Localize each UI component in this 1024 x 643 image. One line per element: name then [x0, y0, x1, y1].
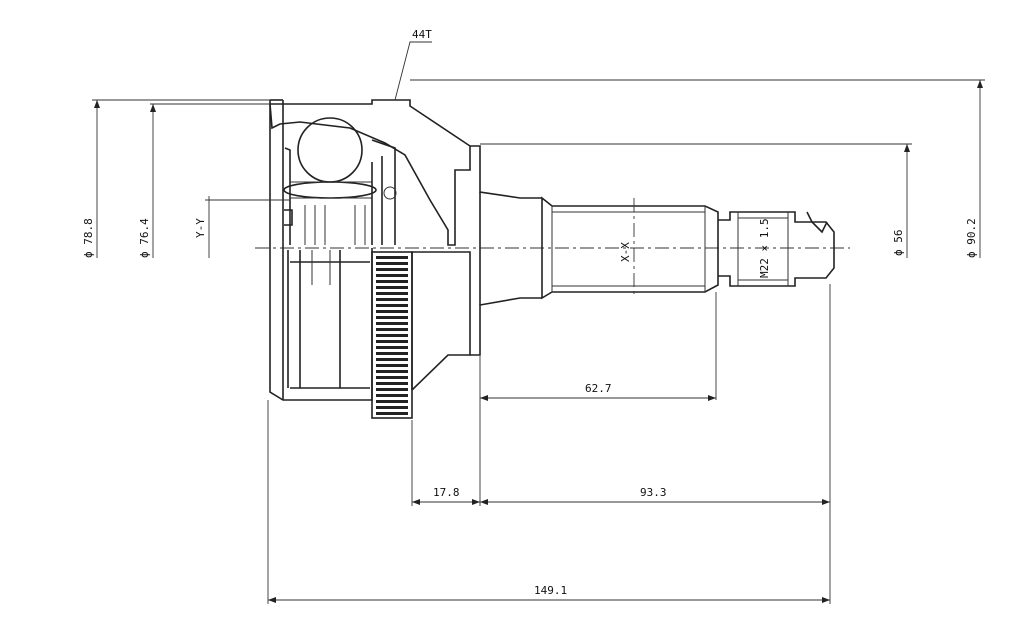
abs-tooth: [376, 310, 408, 313]
abs-tooth: [376, 400, 408, 403]
ball: [297, 117, 363, 183]
abs-tooth: [376, 358, 408, 361]
housing-section-hatch: [269, 99, 471, 246]
abs-tooth: [376, 274, 408, 277]
abs-tooth: [376, 388, 408, 391]
abs-tooth: [376, 370, 408, 373]
label-section-yy: Y-Y: [194, 218, 207, 238]
abs-tooth: [376, 352, 408, 355]
abs-tooth: [376, 334, 408, 337]
stem: [411, 145, 835, 391]
label-dia-abs: ϕ 90.2: [965, 218, 978, 258]
label-teeth: 44T: [412, 28, 432, 41]
dimensions: [92, 41, 985, 604]
cage-arc: [283, 181, 377, 199]
abs-tooth: [376, 292, 408, 295]
abs-tooth: [376, 304, 408, 307]
label-thread: M22 × 1.5: [758, 218, 771, 278]
abs-tooth: [376, 316, 408, 319]
label-len-total: 149.1: [534, 584, 567, 597]
abs-tooth: [376, 340, 408, 343]
abs-tooth: [376, 394, 408, 397]
abs-tooth: [376, 412, 408, 415]
abs-tooth: [376, 280, 408, 283]
label-len-spline: 62.7: [585, 382, 612, 395]
abs-tooth: [376, 262, 408, 265]
arrowheads: [94, 80, 983, 603]
label-dia-shaft: ϕ 56: [892, 230, 905, 257]
abs-tooth: [376, 256, 408, 259]
label-dia-inner-left: ϕ 76.4: [138, 218, 151, 258]
abs-tooth: [376, 382, 408, 385]
abs-tooth: [376, 322, 408, 325]
abs-tooth: [376, 286, 408, 289]
abs-tooth: [376, 376, 408, 379]
abs-tooth: [376, 328, 408, 331]
abs-tooth: [376, 364, 408, 367]
abs-ring: [371, 251, 413, 419]
label-len-collar: 17.8: [433, 486, 460, 499]
abs-tooth: [376, 406, 408, 409]
abs-tooth: [376, 268, 408, 271]
ball-cage: [283, 117, 397, 285]
abs-tooth: [376, 346, 408, 349]
label-dia-outer-left: ϕ 78.8: [82, 218, 95, 258]
outer-housing: [269, 99, 471, 401]
abs-tooth: [376, 298, 408, 301]
label-len-shaft: 93.3: [640, 486, 667, 499]
label-section-xx: X-X: [619, 242, 632, 262]
